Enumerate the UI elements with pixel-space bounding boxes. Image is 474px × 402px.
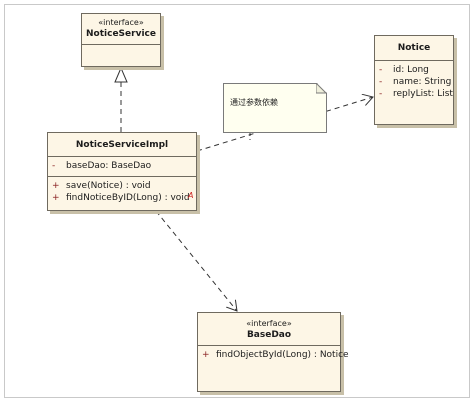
method-row: + save(Notice) : void (52, 180, 192, 192)
method-text: findNoticeByID(Long) : void (66, 193, 190, 203)
abstract-marker: A (188, 191, 194, 200)
methods-section: + save(Notice) : void + findNoticeByID(L… (48, 177, 196, 208)
visibility-marker: - (379, 77, 383, 87)
attribute-row: - id: Long (379, 64, 449, 76)
class-name: NoticeServiceImpl (75, 140, 169, 150)
stereotype-label: «interface» (98, 18, 144, 27)
method-text: save(Notice) : void (66, 181, 151, 191)
class-header: Notice (375, 36, 453, 61)
visibility-marker: + (52, 181, 60, 191)
visibility-marker: - (379, 65, 383, 75)
method-text: findObjectById(Long) : Notice (216, 350, 349, 360)
note-fold (316, 83, 327, 94)
attribute-text: replyList: List (393, 89, 453, 99)
attribute-text: name: String (393, 77, 452, 87)
visibility-marker: - (52, 161, 56, 171)
class-name: Notice (397, 43, 431, 53)
class-name: NoticeService (86, 29, 156, 39)
stereotype-label: «interface» (246, 319, 292, 328)
method-row: + findNoticeByID(Long) : void (52, 192, 192, 204)
attribute-row: - baseDao: BaseDao (52, 160, 192, 172)
method-row: + findObjectById(Long) : Notice (202, 349, 349, 361)
class-header: NoticeServiceImpl (48, 133, 196, 157)
class-notice-service-impl[interactable]: NoticeServiceImpl - baseDao: BaseDao + s… (47, 132, 197, 211)
class-name: BaseDao (246, 330, 292, 340)
attribute-text: id: Long (393, 65, 429, 75)
class-notice-service[interactable]: «interface» NoticeService (81, 13, 161, 67)
class-notice[interactable]: Notice - id: Long - name: String - reply… (374, 35, 454, 125)
note[interactable]: 通过参数依赖 (223, 83, 327, 133)
class-header: «interface» BaseDao (198, 313, 340, 346)
attributes-section: - id: Long - name: String - replyList: L… (375, 61, 453, 104)
visibility-marker: + (202, 350, 210, 360)
visibility-marker: + (52, 193, 60, 203)
class-base-dao[interactable]: «interface» BaseDao + findObjectById(Lon… (197, 312, 349, 392)
note-text: 通过参数依赖 (230, 98, 278, 107)
methods-section: + findObjectById(Long) : Notice (198, 346, 349, 365)
attributes-section: - baseDao: BaseDao (48, 157, 196, 177)
attribute-row: - replyList: List (379, 88, 453, 100)
visibility-marker: - (379, 89, 383, 99)
attribute-text: baseDao: BaseDao (66, 161, 152, 171)
attribute-row: - name: String (379, 76, 452, 88)
class-header: «interface» NoticeService (82, 14, 160, 45)
